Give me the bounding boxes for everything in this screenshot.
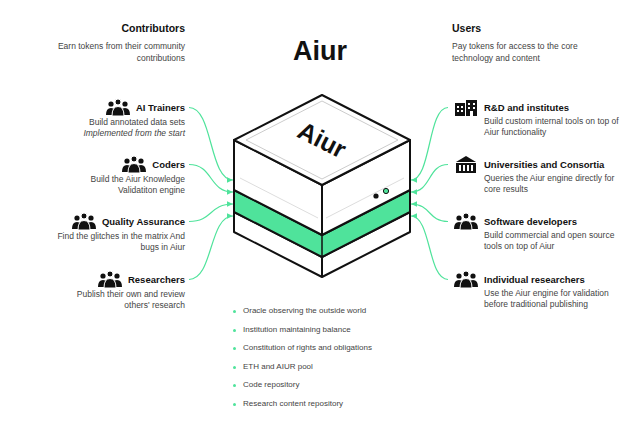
heading-row: Coders bbox=[57, 155, 185, 174]
feature-item: Code repository bbox=[243, 380, 299, 389]
heading-row: Researchers bbox=[57, 270, 185, 289]
feature-item: Constitution of rights and obligations bbox=[243, 343, 372, 352]
role-text: R&D and institutesBuild custom internal … bbox=[484, 98, 624, 138]
diagram-title: Aiur bbox=[0, 36, 640, 67]
group-description: Pay tokens for access to the core techno… bbox=[452, 40, 592, 64]
bullet-dot bbox=[233, 366, 236, 369]
flow-connector bbox=[189, 204, 233, 222]
role-node: Quality AssuranceFind the glitches in th… bbox=[57, 212, 185, 253]
flow-connector bbox=[411, 165, 448, 193]
bullet-dot bbox=[233, 310, 236, 313]
role-heading: R&D and institutes bbox=[484, 102, 624, 113]
role-heading: Quality Assurance bbox=[102, 216, 185, 227]
building-icon bbox=[452, 98, 480, 117]
role-text: Universities and ConsortiaQueries the Ai… bbox=[484, 155, 624, 195]
role-node: CodersBuild the Aiur Knowledge Validatit… bbox=[57, 155, 185, 196]
people-icon bbox=[104, 98, 132, 117]
people-icon bbox=[452, 270, 480, 289]
group-heading: Contributors bbox=[35, 22, 185, 34]
role-description: Implemented from the start bbox=[57, 128, 185, 139]
bullet-dot bbox=[233, 384, 236, 387]
bullet-dot bbox=[233, 329, 236, 332]
heading-row: Quality Assurance bbox=[57, 212, 185, 231]
role-heading: Software developers bbox=[484, 216, 624, 227]
role-description: Publish their own and review others' res… bbox=[57, 289, 185, 311]
flow-connector bbox=[189, 165, 233, 193]
role-description: Build annotated data sets bbox=[57, 117, 185, 128]
flow-connector bbox=[189, 216, 233, 280]
role-description: Queries the Aiur engine directly for cor… bbox=[484, 173, 624, 195]
heading-row: AI Trainers bbox=[57, 98, 185, 117]
flow-connector bbox=[411, 108, 448, 181]
role-node: R&D and institutesBuild custom internal … bbox=[452, 98, 624, 138]
role-text: Software developersBuild commercial and … bbox=[484, 212, 624, 252]
role-node: AI TrainersBuild annotated data setsImpl… bbox=[57, 98, 185, 139]
feature-item: Institution maintaining balance bbox=[243, 325, 351, 334]
people-icon bbox=[96, 270, 124, 289]
server-label: Aiur bbox=[293, 116, 351, 165]
role-heading: Universities and Consortia bbox=[484, 159, 624, 170]
people-icon bbox=[452, 212, 480, 231]
people-icon bbox=[70, 212, 98, 231]
feature-item: ETH and AIUR pool bbox=[243, 362, 313, 371]
role-heading: Individual researchers bbox=[484, 274, 624, 285]
server-node: Aiur bbox=[234, 90, 410, 288]
role-description: Find the glitches in the matrix And bugs… bbox=[57, 231, 185, 253]
building-icon bbox=[452, 155, 480, 174]
flow-connector bbox=[411, 204, 448, 222]
role-description: Use the Aiur engine for validation befor… bbox=[484, 288, 624, 310]
flow-connector bbox=[411, 216, 448, 280]
role-node: Universities and ConsortiaQueries the Ai… bbox=[452, 155, 624, 195]
feature-item: Oracle observing the outside world bbox=[243, 306, 366, 315]
role-heading: AI Trainers bbox=[136, 102, 185, 113]
feature-item: Research content repository bbox=[243, 399, 343, 408]
flow-connector bbox=[189, 108, 233, 181]
role-node: ResearchersPublish their own and review … bbox=[57, 270, 185, 311]
role-description: Build commercial and open source tools o… bbox=[484, 230, 624, 252]
role-description: Build custom internal tools on top of Ai… bbox=[484, 116, 624, 138]
role-heading: Coders bbox=[152, 159, 185, 170]
role-description: Build the Aiur Knowledge Validatiton eng… bbox=[57, 174, 185, 196]
bullet-dot bbox=[233, 403, 236, 406]
bullet-dot bbox=[233, 347, 236, 350]
role-node: Software developersBuild commercial and … bbox=[452, 212, 624, 252]
role-text: Individual researchersUse the Aiur engin… bbox=[484, 270, 624, 310]
group-heading: Users bbox=[452, 22, 622, 34]
role-node: Individual researchersUse the Aiur engin… bbox=[452, 270, 624, 310]
role-heading: Researchers bbox=[128, 274, 185, 285]
group-description: Earn tokens from their community contrib… bbox=[55, 40, 185, 64]
people-icon bbox=[120, 155, 148, 174]
